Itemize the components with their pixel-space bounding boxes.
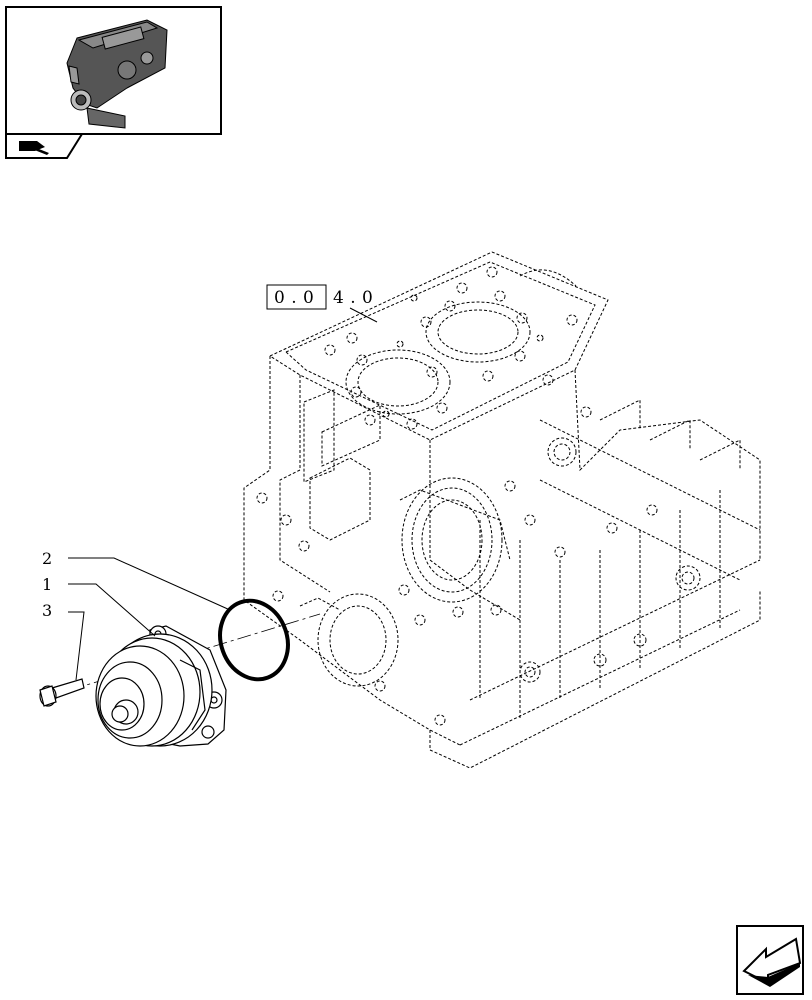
callout-label-2: 2 bbox=[42, 549, 52, 568]
arrow-back-icon bbox=[742, 937, 802, 987]
reference-rest-text: 4 . 0 bbox=[333, 288, 373, 308]
engine-assembly-icon bbox=[66, 19, 168, 129]
o-ring-seal[interactable] bbox=[209, 591, 298, 689]
pencil-book-icon bbox=[19, 141, 49, 155]
section-tab[interactable] bbox=[5, 133, 83, 159]
flange-bolt[interactable] bbox=[39, 678, 85, 707]
engine-thumbnail[interactable] bbox=[5, 6, 222, 135]
callout-leaders bbox=[68, 557, 231, 681]
reference-leader bbox=[349, 307, 378, 323]
previous-page-button[interactable] bbox=[736, 925, 804, 995]
engine-block-phantom bbox=[243, 251, 761, 769]
reference-boxed-text: 0 . 0 bbox=[274, 288, 314, 308]
reference-box bbox=[266, 284, 327, 310]
water-pump[interactable] bbox=[95, 625, 227, 747]
callout-label-1: 1 bbox=[42, 575, 52, 594]
callout-label-3: 3 bbox=[42, 601, 52, 620]
